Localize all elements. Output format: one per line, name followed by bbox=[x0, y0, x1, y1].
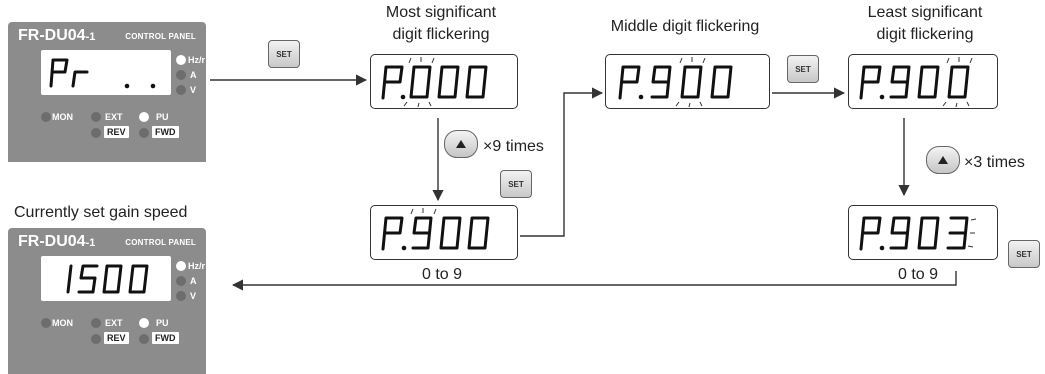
rev-label: REV bbox=[104, 126, 129, 138]
display-msd-flicker bbox=[370, 54, 518, 109]
display-mid-digits bbox=[618, 57, 733, 108]
display-mid-flicker bbox=[605, 54, 770, 109]
pu-led bbox=[139, 112, 149, 122]
display-msd-digits bbox=[381, 57, 488, 108]
display-final-value bbox=[848, 205, 998, 260]
display-after-9-presses bbox=[370, 205, 518, 260]
set-button[interactable]: SET bbox=[268, 40, 300, 68]
press-3-times-label: ×3 times bbox=[964, 154, 1025, 171]
rev-led bbox=[91, 334, 101, 344]
mon-led bbox=[41, 318, 51, 328]
panel-lcd bbox=[41, 256, 171, 301]
ext-led bbox=[91, 112, 101, 122]
mid-label: Middle digit flickering bbox=[610, 18, 760, 35]
lsd-label-line1: Least significant bbox=[867, 4, 983, 21]
lsd-label-line2: digit flickering bbox=[876, 26, 974, 43]
up-arrow-button[interactable] bbox=[926, 146, 960, 174]
ext-label: EXT bbox=[105, 112, 123, 122]
mon-label: MON bbox=[52, 112, 73, 122]
display-after9-digits bbox=[381, 208, 490, 251]
v-indicator-led bbox=[176, 85, 186, 95]
fwd-label: FWD bbox=[152, 332, 179, 344]
arrow-return-to-panel bbox=[231, 271, 957, 291]
pu-label: PU bbox=[156, 318, 169, 328]
mon-label: MON bbox=[52, 318, 73, 328]
fwd-led bbox=[139, 334, 149, 344]
hz-indicator-led bbox=[176, 261, 186, 271]
display-lsd-digits bbox=[859, 57, 973, 108]
arrow-after9-to-mid bbox=[520, 87, 604, 237]
panel-lcd-digits bbox=[49, 58, 156, 89]
display-final-digits bbox=[859, 216, 977, 251]
a-indicator-led bbox=[176, 70, 186, 80]
mon-led bbox=[41, 112, 51, 122]
msd-label-line1: Most significant bbox=[385, 4, 497, 21]
v-indicator-label: V bbox=[190, 85, 197, 95]
control-panel-label: CONTROL PANEL bbox=[125, 238, 196, 247]
a-indicator-label: A bbox=[190, 276, 197, 286]
set-button[interactable]: SET bbox=[500, 170, 532, 198]
panel-model-label: FR-DU04-1 bbox=[18, 27, 96, 44]
range-label-right: 0 to 9 bbox=[898, 266, 939, 283]
ext-led bbox=[91, 318, 101, 328]
hz-indicator-led bbox=[176, 55, 186, 65]
control-panel-label: CONTROL PANEL bbox=[125, 32, 196, 41]
fwd-led bbox=[139, 128, 149, 138]
msd-label-line2: digit flickering bbox=[392, 26, 490, 43]
v-indicator-label: V bbox=[190, 291, 197, 301]
fwd-label: FWD bbox=[152, 126, 179, 138]
rev-label: REV bbox=[104, 332, 129, 344]
v-indicator-led bbox=[176, 291, 186, 301]
up-arrow-icon bbox=[938, 156, 948, 164]
panel-lcd-digits bbox=[66, 264, 149, 294]
hz-indicator-label: Hz/r bbox=[188, 55, 206, 65]
up-arrow-button[interactable] bbox=[444, 130, 478, 158]
range-label-left: 0 to 9 bbox=[422, 266, 463, 283]
up-arrow-icon bbox=[456, 140, 466, 148]
press-9-times-label: ×9 times bbox=[483, 138, 544, 155]
panel-model-label: FR-DU04-1 bbox=[18, 233, 96, 250]
pu-led bbox=[139, 318, 149, 328]
set-button[interactable]: SET bbox=[1008, 240, 1040, 268]
set-button[interactable]: SET bbox=[787, 55, 819, 83]
display-lsd-flicker bbox=[848, 54, 998, 109]
gain-speed-caption: Currently set gain speed bbox=[14, 204, 188, 221]
a-indicator-label: A bbox=[190, 70, 197, 80]
rev-led bbox=[91, 128, 101, 138]
hz-indicator-label: Hz/r bbox=[188, 261, 206, 271]
a-indicator-led bbox=[176, 276, 186, 286]
ext-label: EXT bbox=[105, 318, 123, 328]
control-panel-top: FR-DU04-1 CONTROL PANEL Hz/r A V MON EXT… bbox=[8, 22, 206, 162]
control-panel-bottom: FR-DU04-1 CONTROL PANEL Hz/r A V MON EXT… bbox=[8, 228, 206, 374]
pu-label: PU bbox=[156, 112, 169, 122]
panel-lcd bbox=[41, 50, 171, 95]
